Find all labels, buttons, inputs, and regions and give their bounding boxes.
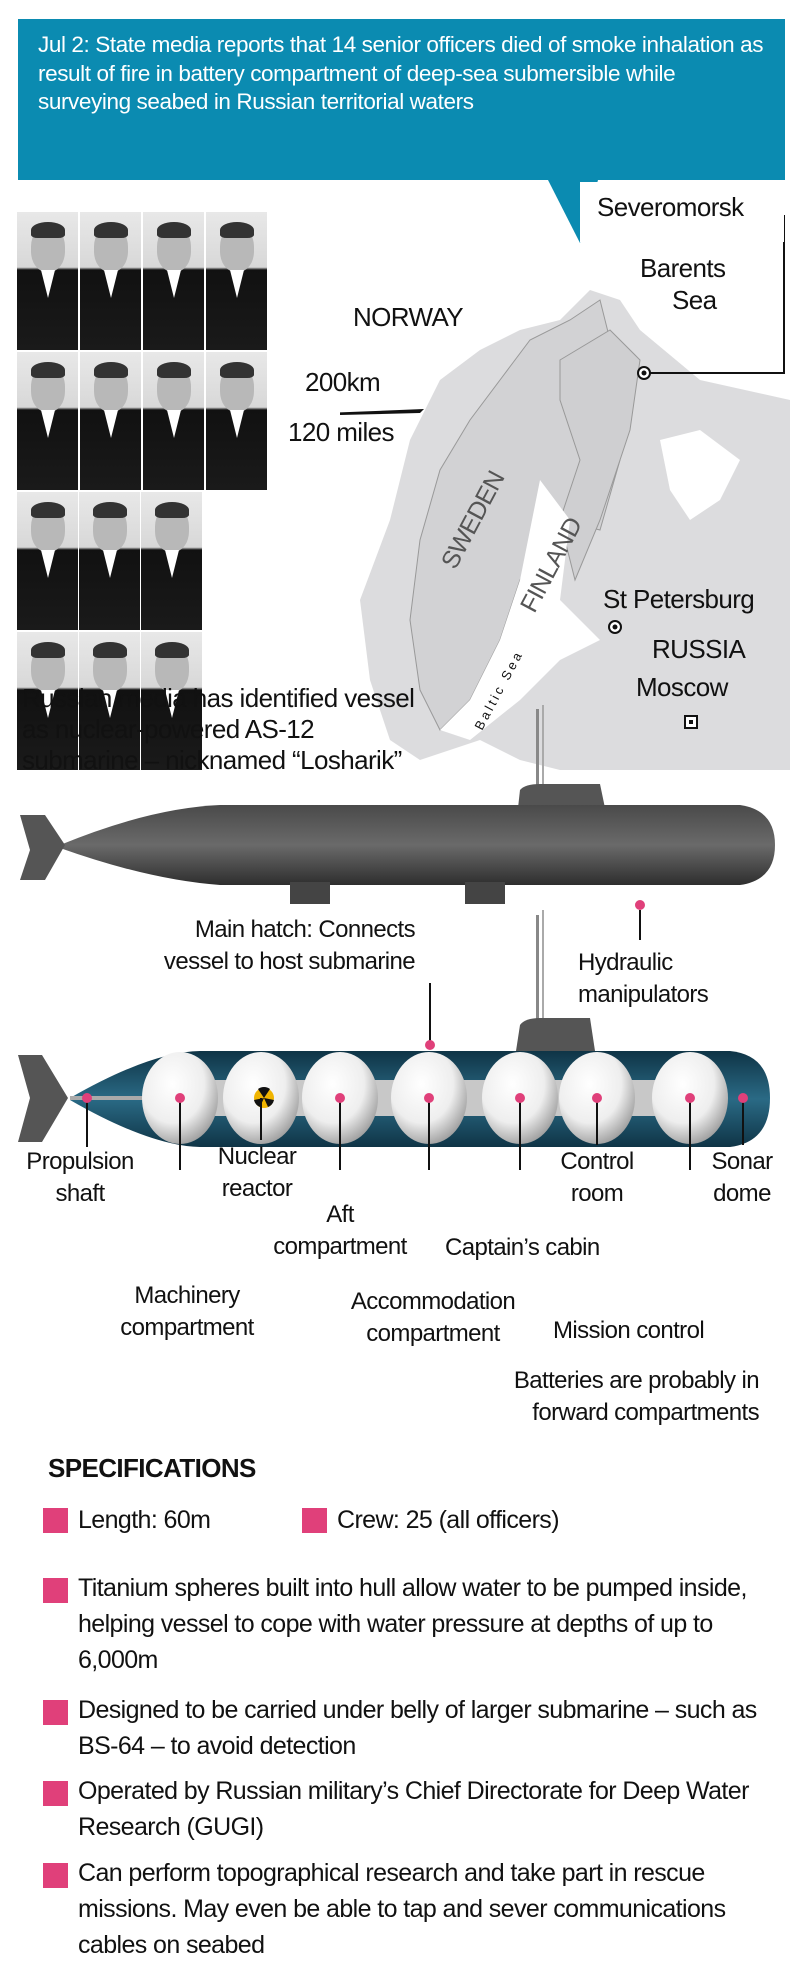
severomorsk-leader xyxy=(650,215,785,374)
intro-line-2: as nuclear-powered AS-12 xyxy=(22,714,315,744)
label-barents: Barents xyxy=(640,253,726,283)
officer-photo xyxy=(80,352,142,490)
scale-bar xyxy=(340,409,424,416)
bullet-icon xyxy=(43,1508,68,1533)
officer-photo xyxy=(141,632,203,770)
callout-dot xyxy=(335,1093,345,1103)
label-st-petersburg: St Petersburg xyxy=(603,584,755,614)
spec-item: Can perform topographical research and t… xyxy=(78,1859,726,1959)
specs-title: SPECIFICATIONS xyxy=(48,1453,256,1483)
submarine-diagrams xyxy=(18,705,775,1170)
officer-photo xyxy=(141,492,203,630)
callout-dot xyxy=(592,1093,602,1103)
label-reactor: Nuclear xyxy=(217,1143,297,1170)
spec-crew: Crew: 25 (all officers) xyxy=(337,1506,560,1534)
headline-banner: Jul 2: State media reports that 14 senio… xyxy=(18,19,785,180)
label-batteries: forward compartments xyxy=(532,1399,759,1426)
label-hydraulic: manipulators xyxy=(578,981,709,1008)
officer-photo xyxy=(17,632,79,770)
officer-photo xyxy=(206,352,268,490)
label-sonar: dome xyxy=(713,1180,771,1207)
bullet-icon xyxy=(43,1578,68,1603)
land-finland xyxy=(559,329,641,582)
callout-dot xyxy=(515,1093,525,1103)
officer-photo xyxy=(79,632,141,770)
callout-dot xyxy=(82,1093,92,1103)
label-propulsion: shaft xyxy=(55,1180,105,1207)
intro-line-3: submarine – nicknamed “Losharik” xyxy=(22,745,402,775)
label-aft: compartment xyxy=(273,1233,407,1260)
submarine-cutaway xyxy=(18,910,770,1170)
label-sea: Sea xyxy=(672,285,717,315)
officer-photo xyxy=(17,492,79,630)
white-sea xyxy=(660,430,740,520)
officer-photo xyxy=(17,212,79,350)
bullet-icon xyxy=(43,1781,68,1806)
label-norway: NORWAY xyxy=(353,302,464,332)
label-moscow: Moscow xyxy=(636,672,728,702)
label-reactor: reactor xyxy=(221,1175,293,1202)
label-sonar: Sonar xyxy=(711,1148,773,1175)
severomorsk-box xyxy=(580,182,784,242)
label-captain: Captain’s cabin xyxy=(445,1234,600,1261)
label-russia: RUSSIA xyxy=(652,634,746,664)
officer-photo xyxy=(79,492,141,630)
spec-item: Titanium spheres built into hull allow w… xyxy=(78,1574,747,1674)
baltic-sea xyxy=(440,480,600,740)
label-batteries: Batteries are probably in xyxy=(513,1367,760,1394)
label-propulsion: Propulsion xyxy=(26,1148,134,1175)
callout-dot xyxy=(175,1093,185,1103)
callout-dot xyxy=(424,1093,434,1103)
callout-dot xyxy=(738,1093,748,1103)
scale-km: 200km xyxy=(305,367,381,397)
officer-photo xyxy=(80,212,142,350)
bullet-icon xyxy=(43,1863,68,1888)
spec-length: Length: 60m xyxy=(78,1506,211,1534)
label-machinery: compartment xyxy=(120,1314,254,1341)
callout-dot xyxy=(685,1093,695,1103)
label-severomorsk: Severomorsk xyxy=(597,192,744,222)
label-hatch: vessel to host submarine xyxy=(163,948,416,975)
scale-miles: 120 miles xyxy=(288,417,394,447)
headline-text: Jul 2: State media reports that 14 senio… xyxy=(38,32,764,114)
submarine-exterior xyxy=(20,705,775,940)
label-hydraulic: Hydraulic xyxy=(578,949,673,976)
label-hatch: Main hatch: Connects xyxy=(194,916,416,943)
label-mission: Mission control xyxy=(553,1317,705,1344)
officer-photo xyxy=(17,352,79,490)
intro-line-1: Russian media has identified vessel xyxy=(22,683,415,713)
label-accommodation: compartment xyxy=(366,1320,500,1347)
bullet-icon xyxy=(43,1700,68,1725)
main-hatch-dot xyxy=(425,1040,435,1050)
label-control: room xyxy=(570,1180,624,1207)
label-control: Control xyxy=(560,1148,634,1175)
label-accommodation: Accommodation xyxy=(350,1288,516,1315)
label-machinery: Machinery xyxy=(134,1282,240,1309)
officer-photo xyxy=(206,212,268,350)
bullet-icon xyxy=(302,1508,327,1533)
officer-photo xyxy=(143,212,205,350)
label-aft: Aft xyxy=(326,1201,354,1228)
map xyxy=(340,180,790,770)
officer-photo xyxy=(143,352,205,490)
spec-item: Operated by Russian military’s Chief Dir… xyxy=(78,1777,749,1841)
spec-item: Designed to be carried under belly of la… xyxy=(78,1696,757,1760)
